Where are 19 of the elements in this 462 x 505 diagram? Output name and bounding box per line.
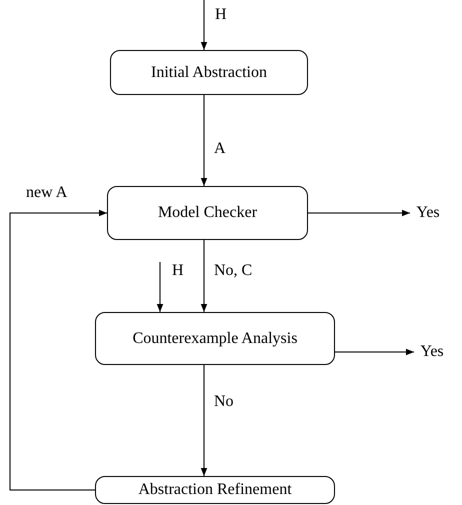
arrow [200, 0, 208, 50]
box-label: Model Checker [158, 204, 258, 222]
box-label: Counterexample Analysis [132, 330, 298, 348]
process-box [110, 50, 308, 95]
arrow [200, 240, 208, 312]
arrow [156, 262, 164, 312]
box-label: Abstraction Refinement [138, 481, 292, 499]
box-label: Initial Abstraction [151, 64, 267, 82]
arrow [200, 364, 208, 476]
process-box [95, 312, 335, 365]
process-box [107, 186, 308, 240]
arrow [10, 210, 108, 490]
outcome-text: Yes [414, 341, 450, 363]
arrow [308, 210, 410, 216]
arrow [200, 94, 208, 186]
process-box [95, 476, 335, 504]
outcome-text: Yes [410, 202, 446, 224]
arrow [334, 348, 414, 356]
edge-label: No, C [214, 262, 252, 280]
